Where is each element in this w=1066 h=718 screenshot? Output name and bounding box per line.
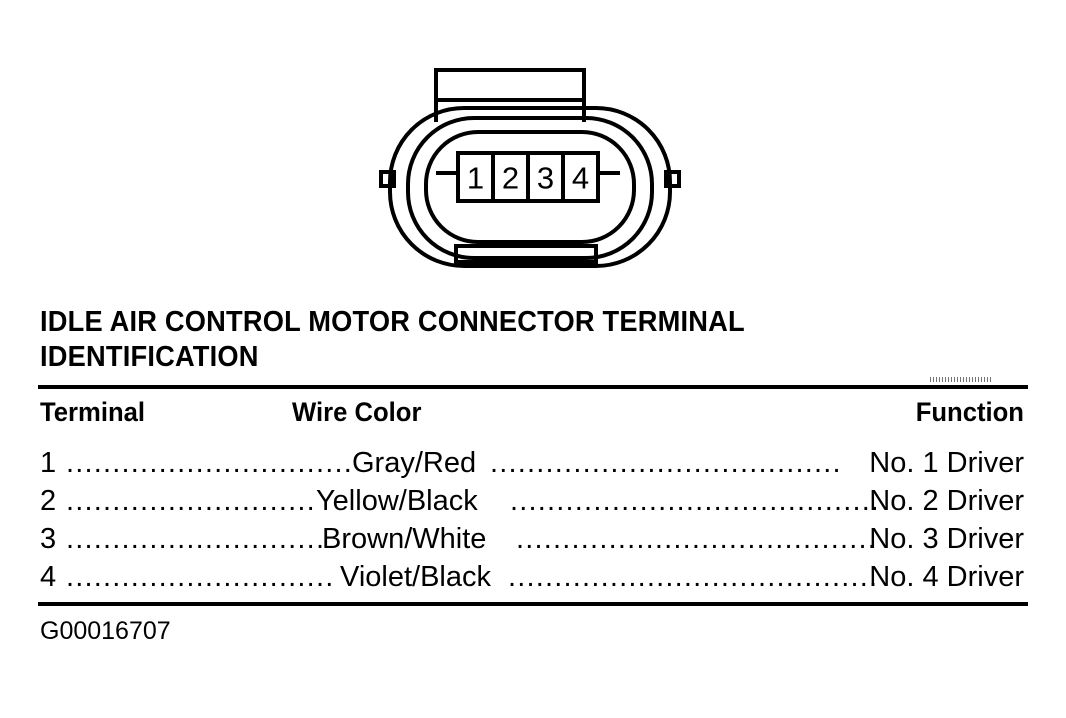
terminal-label-4: 4	[572, 161, 589, 196]
cell-terminal: 3	[40, 523, 57, 555]
cell-wire-color: Brown/White	[322, 523, 487, 555]
terminal-label-1: 1	[467, 161, 484, 196]
cell-terminal: 4	[40, 561, 57, 593]
cell-terminal: 1	[40, 447, 57, 479]
terminal-label-2: 2	[502, 161, 519, 196]
leader-dots-left: ........................................…	[66, 561, 334, 593]
table-row: 1 ......................................…	[40, 444, 1024, 482]
table-bottom-rule	[38, 602, 1028, 606]
connector-top-tab	[434, 68, 586, 102]
leader-dots-right: ........................................…	[490, 447, 844, 479]
cell-wire-color: Yellow/Black	[316, 485, 478, 517]
connector-latch-tab-right	[664, 170, 681, 188]
cell-wire-color: Gray/Red	[352, 447, 477, 479]
leader-dots-right: ........................................…	[516, 523, 876, 555]
cell-function: No. 1 Driver	[869, 447, 1024, 479]
table-row: 4 ......................................…	[40, 558, 1024, 596]
leader-dots-left: ........................................…	[66, 485, 316, 517]
scan-artifact	[930, 377, 992, 382]
column-header-terminal: Terminal	[40, 397, 146, 427]
leader-dots-left: ........................................…	[66, 523, 322, 555]
figure-title: IDLE AIR CONTROL MOTOR CONNECTOR TERMINA…	[40, 305, 1030, 375]
cell-function: No. 3 Driver	[869, 523, 1024, 555]
cell-terminal: 2	[40, 485, 57, 517]
leader-dots-left: ........................................…	[66, 447, 352, 479]
table-row: 2 ......................................…	[40, 482, 1024, 520]
connector-diagram: 1 2 3 4	[378, 60, 688, 275]
column-header-function: Function	[915, 397, 1024, 427]
cell-function: No. 2 Driver	[869, 485, 1024, 517]
connector-inner-shell	[424, 130, 636, 244]
connector-bottom-tab	[454, 244, 598, 264]
connector-latch-tab-left	[379, 170, 396, 188]
title-line-1: IDLE AIR CONTROL MOTOR CONNECTOR TERMINA…	[40, 306, 745, 338]
connector-middle-shell	[406, 116, 654, 260]
terminal-label-3: 3	[537, 161, 554, 196]
cell-wire-color: Violet/Black	[340, 561, 491, 593]
column-header-wire-color: Wire Color	[292, 397, 422, 427]
terminal-box-4	[561, 151, 600, 203]
figure-code: G00016707	[40, 617, 171, 645]
table-top-rule	[38, 385, 1028, 389]
leader-dots-right: ........................................…	[510, 485, 876, 517]
table-row: 3 ......................................…	[40, 520, 1024, 558]
table-header-row: Terminal Wire Color Function	[40, 396, 1024, 430]
table-body: 1 ......................................…	[40, 444, 1024, 596]
leader-dots-right: ........................................…	[508, 561, 876, 593]
cell-function: No. 4 Driver	[869, 561, 1024, 593]
title-line-2: IDENTIFICATION	[40, 341, 259, 373]
